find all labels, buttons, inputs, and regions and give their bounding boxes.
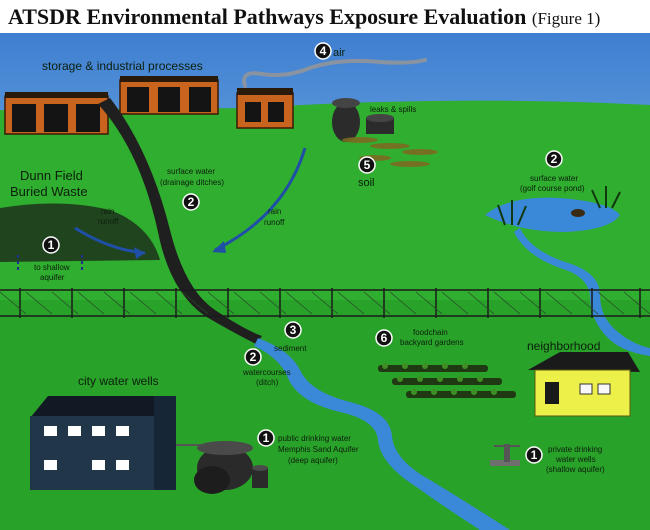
- rain-runoff-arrow-right: [214, 147, 307, 252]
- spill-stains: [342, 137, 438, 167]
- badge-watercourse: 2: [244, 348, 262, 366]
- chain-link-fence: [0, 288, 650, 318]
- badge-ditch-number: 2: [188, 195, 195, 209]
- badge-private-number: 1: [531, 448, 538, 462]
- badge-pond: 2: [545, 150, 563, 168]
- badge-air-number: 4: [320, 44, 327, 58]
- label-private-line1: private drinking: [548, 445, 602, 454]
- backyard-garden: [378, 363, 516, 398]
- label-surface-pond-line1: surface water: [530, 174, 578, 183]
- badge-public-number: 1: [263, 431, 270, 445]
- badge-air: 4: [314, 42, 332, 60]
- label-foodchain-line1: foodchain: [413, 328, 448, 337]
- label-leaks: leaks & spills: [370, 105, 416, 114]
- smoke-plume: [242, 58, 427, 88]
- label-rain-left-line1: rain: [101, 207, 114, 216]
- label-storage: storage & industrial processes: [42, 59, 203, 73]
- label-private-line3: (shallow aquifer): [546, 465, 605, 474]
- label-dunn-line1: Dunn Field: [20, 168, 83, 183]
- drainage-ditch: [98, 98, 262, 344]
- title-main: ATSDR Environmental Pathways Exposure Ev…: [8, 4, 527, 29]
- badge-foodchain: 6: [375, 329, 393, 347]
- label-soil: soil: [358, 177, 375, 189]
- label-shallow-line1: to shallow: [34, 263, 70, 272]
- label-neighborhood: neighborhood: [527, 339, 600, 353]
- label-rain-left-line2: runoff: [98, 217, 119, 226]
- label-dunn-line2: Buried Waste: [10, 184, 88, 199]
- label-shallow-line2: aquifer: [40, 273, 65, 282]
- badge-shallow: 1: [42, 236, 60, 254]
- label-city-wells: city water wells: [78, 374, 159, 388]
- fence-mesh: [0, 291, 650, 315]
- label-private-line2: water wells: [555, 455, 596, 464]
- label-surface-pond-line2: (golf course pond): [520, 184, 585, 193]
- label-air: air: [333, 47, 346, 59]
- neighborhood-house: [528, 352, 640, 417]
- cattails-left: [497, 200, 527, 226]
- city-water-building: [30, 396, 176, 490]
- pond-outlet-stream: [514, 228, 650, 356]
- label-surface-ditch-line1: surface water: [167, 167, 215, 176]
- badge-pond-number: 2: [551, 152, 558, 166]
- label-public-line1: public drinking water: [278, 434, 351, 443]
- storage-tanks: [332, 98, 394, 142]
- label-watercourses-line2: (ditch): [256, 378, 279, 387]
- badge-watercourse-number: 2: [250, 350, 257, 364]
- rain-runoff-arrowhead-right: [212, 241, 226, 253]
- badge-ditch: 2: [182, 193, 200, 211]
- private-well-pump: [490, 444, 520, 466]
- badge-public: 1: [257, 429, 275, 447]
- badge-shallow-number: 1: [48, 238, 55, 252]
- label-sediment: sediment: [274, 344, 307, 353]
- watercourse-stream: [254, 338, 510, 530]
- rain-runoff-arrowhead-left: [134, 247, 145, 259]
- label-public-line3: (deep aquifer): [288, 456, 338, 465]
- badge-soil: 5: [358, 156, 376, 174]
- badge-private: 1: [525, 446, 543, 464]
- label-rain-right-line1: rain: [268, 207, 281, 216]
- industrial-building-3: [236, 88, 294, 129]
- pathways-scene: 4 5 2 2 1 3 2 6: [0, 33, 650, 530]
- badge-foodchain-number: 6: [381, 331, 388, 345]
- industrial-building-1: [4, 92, 109, 135]
- infiltration-arrows: [17, 255, 83, 272]
- water-storage-tanks: [176, 441, 268, 494]
- label-watercourses-line1: watercourses: [242, 368, 291, 377]
- label-public-line2: Memphis Sand Aquifer: [278, 445, 359, 454]
- industrial-building-2: [119, 76, 219, 115]
- label-surface-ditch-line2: (drainage ditches): [160, 178, 224, 187]
- label-rain-right-line2: runoff: [264, 218, 285, 227]
- badge-soil-number: 5: [364, 158, 371, 172]
- badge-air-circle: [314, 42, 332, 60]
- badge-sediment-number: 3: [290, 323, 297, 337]
- label-foodchain-line2: backyard gardens: [400, 338, 464, 347]
- badge-sediment: 3: [284, 321, 302, 339]
- figure-title: ATSDR Environmental Pathways Exposure Ev…: [8, 2, 600, 32]
- duck: [571, 209, 585, 217]
- title-figure-number: (Figure 1): [531, 9, 601, 28]
- cattails-right: [591, 186, 621, 209]
